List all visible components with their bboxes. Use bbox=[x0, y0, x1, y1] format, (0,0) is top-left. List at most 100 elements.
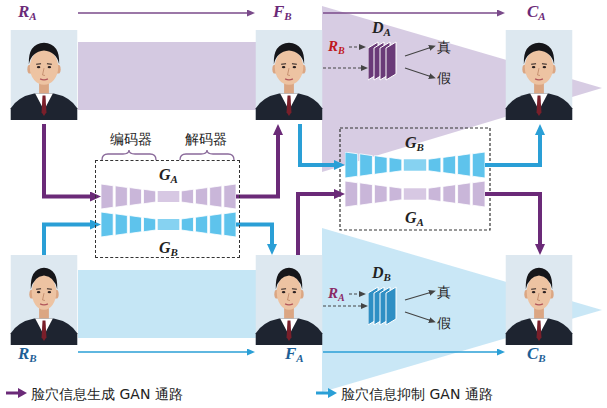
text-slot: 解码器 bbox=[185, 129, 227, 148]
discriminator-network bbox=[368, 40, 403, 82]
generator-node: GA bbox=[101, 184, 236, 209]
legend-text: 脸穴信息抑制 GAN 通路 bbox=[341, 385, 493, 403]
symbol-letter: R bbox=[18, 2, 29, 21]
face-portrait bbox=[10, 255, 78, 345]
face-photo bbox=[505, 255, 573, 345]
generator-shape bbox=[345, 152, 485, 178]
legend-arrow-shaft bbox=[6, 392, 19, 395]
symbol-subscript: A bbox=[296, 352, 303, 364]
image-label: FB bbox=[273, 2, 292, 26]
connector-arrow bbox=[236, 132, 278, 197]
output-leader bbox=[405, 312, 432, 321]
text-slot: RA bbox=[328, 283, 345, 307]
image-node: RA bbox=[10, 2, 78, 124]
symbol-subscript: B bbox=[171, 246, 178, 258]
symbol-letter: D bbox=[372, 19, 384, 36]
image-label: FA bbox=[285, 344, 304, 368]
connector-arrow bbox=[485, 132, 540, 165]
face-photo bbox=[505, 30, 573, 120]
symbol-letter: R bbox=[328, 38, 338, 54]
connector-arrow bbox=[323, 67, 364, 68]
symbol-letter: R bbox=[18, 344, 29, 363]
symbol-letter: G bbox=[159, 239, 171, 256]
text-slot: 脸穴信息抑制 GAN 通路 bbox=[341, 384, 493, 403]
image-label: CA bbox=[527, 2, 546, 26]
connector-arrow bbox=[323, 305, 364, 306]
blue-band bbox=[78, 270, 258, 338]
connector-arrow bbox=[323, 12, 500, 14]
text-slot: RB bbox=[18, 344, 37, 368]
symbol-letter: R bbox=[328, 285, 338, 301]
connector-arrow bbox=[298, 194, 337, 255]
legend-arrow-head bbox=[18, 388, 27, 398]
face-portrait bbox=[505, 30, 573, 120]
symbol-subscript: B bbox=[417, 141, 424, 153]
generator-node: GB bbox=[345, 152, 485, 178]
symbol-letter: F bbox=[273, 2, 284, 21]
connector-arrow bbox=[78, 351, 250, 353]
face-photo bbox=[10, 255, 78, 345]
generator-node: GA bbox=[345, 181, 485, 207]
text-slot: 编码器 bbox=[110, 129, 152, 148]
text-slot: FB bbox=[273, 2, 292, 26]
text-slot: GA bbox=[159, 165, 178, 189]
symbol-subscript: A bbox=[384, 26, 391, 38]
symbol-letter: F bbox=[285, 344, 296, 363]
face-portrait bbox=[505, 255, 573, 345]
text-slot: CB bbox=[527, 344, 546, 368]
discriminator-node: DA bbox=[368, 40, 403, 82]
network-label: GB bbox=[405, 133, 424, 157]
text-slot: RB bbox=[328, 36, 345, 60]
symbol-subscript: A bbox=[29, 10, 36, 22]
decoder-brace bbox=[180, 150, 234, 160]
real-input-label: RA bbox=[328, 283, 345, 307]
symbol-letter: D bbox=[372, 264, 384, 281]
image-label: CB bbox=[527, 344, 546, 368]
generator-network bbox=[101, 184, 236, 209]
discriminator-shape bbox=[368, 285, 403, 327]
symbol-subscript: A bbox=[538, 10, 545, 22]
generator-shape bbox=[101, 184, 236, 209]
legend-arrow bbox=[316, 387, 337, 399]
network-label: GA bbox=[405, 208, 424, 232]
output-label: 假 bbox=[437, 314, 451, 332]
symbol-subscript: A bbox=[171, 173, 178, 185]
blue-triangle bbox=[322, 228, 602, 392]
symbol-subscript: A bbox=[417, 216, 424, 228]
text-slot: GB bbox=[159, 238, 178, 262]
image-node: FB bbox=[255, 2, 323, 124]
real-input-leader bbox=[349, 46, 362, 47]
symbol-subscript: A bbox=[338, 292, 345, 303]
discriminator-node: DB bbox=[368, 285, 403, 327]
network-label: GB bbox=[159, 238, 178, 262]
generator-network bbox=[345, 181, 485, 207]
symbol-letter: C bbox=[527, 344, 538, 363]
face-portrait bbox=[10, 30, 78, 120]
output-label: 真 bbox=[437, 38, 451, 56]
discriminator-network bbox=[368, 285, 403, 327]
discriminator-shape bbox=[368, 40, 403, 82]
face-photo bbox=[255, 30, 323, 120]
generator-group-box bbox=[340, 128, 490, 230]
generator-network bbox=[101, 212, 236, 237]
symbol-subscript: B bbox=[538, 352, 545, 364]
face-photo bbox=[10, 30, 78, 120]
connector-arrow bbox=[78, 12, 250, 14]
symbol-letter: G bbox=[405, 209, 417, 226]
network-label: DA bbox=[372, 18, 391, 42]
generator-shape bbox=[101, 212, 236, 237]
output-label: 假 bbox=[437, 69, 451, 87]
image-node: CA bbox=[505, 2, 573, 124]
symbol-letter: G bbox=[405, 134, 417, 151]
text-slot: RA bbox=[18, 2, 37, 26]
connector-arrow bbox=[44, 225, 93, 256]
network-label: DB bbox=[372, 263, 391, 287]
face-portrait bbox=[255, 30, 323, 120]
legend-arrow bbox=[6, 387, 27, 399]
text-slot: DA bbox=[372, 18, 391, 42]
output-leader bbox=[405, 68, 432, 77]
connector-arrow bbox=[300, 124, 337, 165]
text-slot: GB bbox=[405, 133, 424, 157]
symbol-subscript: B bbox=[338, 45, 345, 56]
